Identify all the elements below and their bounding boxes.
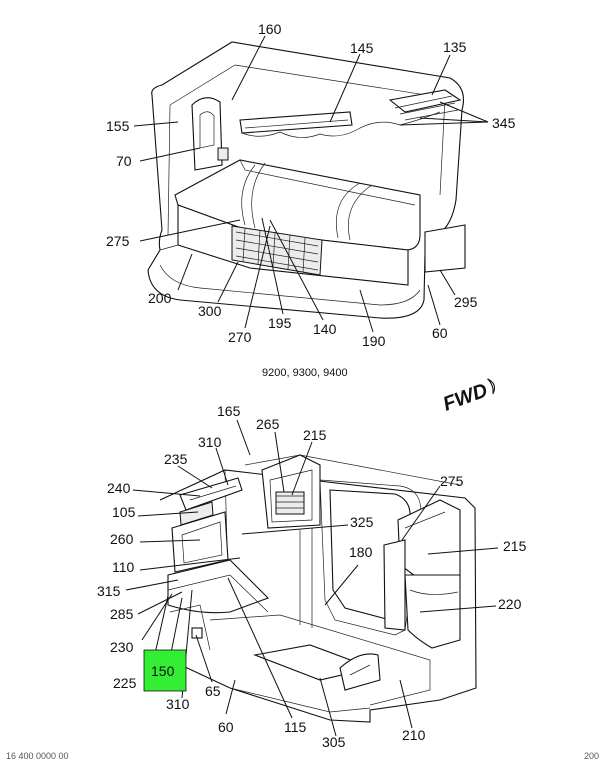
callout-260: 260 bbox=[110, 531, 134, 547]
callout-220: 220 bbox=[498, 596, 522, 612]
callout-235: 235 bbox=[164, 451, 188, 467]
footer-drawing-number: 16 400 0000 00 bbox=[6, 751, 69, 761]
callout-240: 240 bbox=[107, 480, 131, 496]
forward-indicator: FWD bbox=[440, 378, 496, 416]
callout-345: 345 bbox=[492, 115, 516, 131]
callout-325: 325 bbox=[350, 514, 374, 530]
callout-210: 210 bbox=[402, 727, 426, 743]
callout-180: 180 bbox=[349, 544, 373, 560]
callout-200: 200 bbox=[148, 290, 172, 306]
callout-110: 110 bbox=[112, 559, 135, 575]
top-leader-lines bbox=[133, 35, 489, 333]
callout-230: 230 bbox=[110, 639, 134, 655]
callout-315: 315 bbox=[97, 583, 121, 599]
callout-270: 270 bbox=[228, 329, 252, 345]
callout-60-bottom: 60 bbox=[218, 719, 234, 735]
callout-115: 115 bbox=[284, 719, 307, 735]
bottom-callouts: 165 265 215 310 235 240 105 325 260 180 … bbox=[97, 403, 527, 750]
callout-305: 305 bbox=[322, 734, 346, 750]
bottom-leader-lines bbox=[125, 419, 499, 737]
callout-225: 225 bbox=[113, 675, 137, 691]
callout-145: 145 bbox=[350, 40, 374, 56]
top-callouts: 160 145 135 155 345 70 275 200 300 195 1… bbox=[106, 21, 516, 349]
callout-160: 160 bbox=[258, 21, 282, 37]
callout-215-upper: 215 bbox=[303, 427, 327, 443]
callout-310-upper: 310 bbox=[198, 434, 222, 450]
callout-190: 190 bbox=[362, 333, 386, 349]
callout-275-bottom: 275 bbox=[440, 473, 464, 489]
top-sleeper-illustration bbox=[147, 41, 466, 319]
forward-arrow-icon bbox=[487, 378, 496, 395]
footer-page-ref: 200 bbox=[584, 751, 599, 761]
storage-net bbox=[231, 225, 323, 276]
callout-155: 155 bbox=[106, 118, 130, 134]
callout-310-lower: 310 bbox=[166, 696, 190, 712]
callout-140: 140 bbox=[313, 321, 337, 337]
callout-300: 300 bbox=[198, 303, 222, 319]
fwd-label: FWD bbox=[440, 379, 490, 415]
callout-265: 265 bbox=[256, 416, 280, 432]
callout-65: 65 bbox=[205, 683, 221, 699]
callout-195: 195 bbox=[268, 315, 292, 331]
callout-215-right: 215 bbox=[503, 538, 527, 554]
model-caption: 9200, 9300, 9400 bbox=[262, 367, 348, 379]
callout-135: 135 bbox=[443, 39, 467, 55]
bottom-interior-illustration bbox=[159, 454, 477, 723]
callout-105: 105 bbox=[112, 504, 136, 520]
callout-295: 295 bbox=[454, 294, 478, 310]
callout-70: 70 bbox=[116, 153, 132, 169]
callout-285: 285 bbox=[110, 606, 134, 622]
callout-150: 150 bbox=[151, 663, 175, 679]
highlight-box-150 bbox=[143, 649, 187, 692]
callout-60-top: 60 bbox=[432, 325, 448, 341]
callout-275-top: 275 bbox=[106, 233, 130, 249]
callout-165: 165 bbox=[217, 403, 241, 419]
